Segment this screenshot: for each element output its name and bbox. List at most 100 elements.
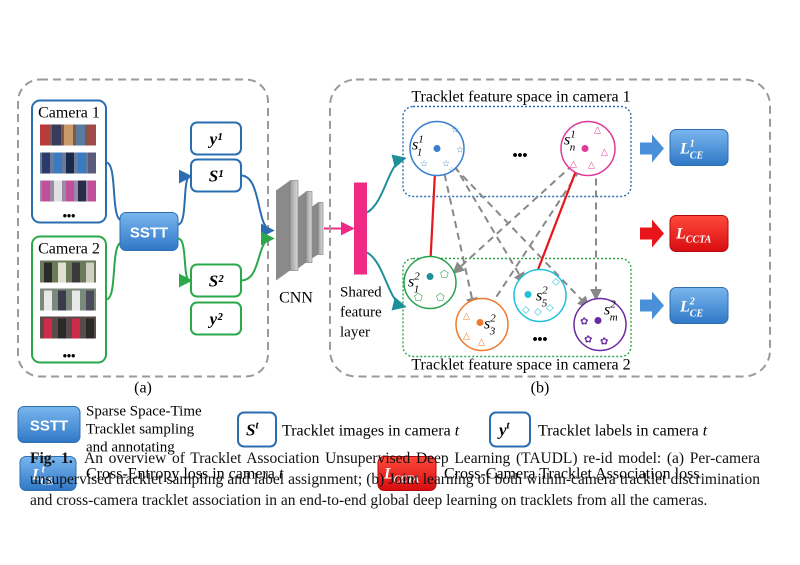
legend-lccta-box-label: LCCTA bbox=[383, 466, 420, 486]
svg-text:△: △ bbox=[588, 160, 595, 170]
panel-a-caption: (a) bbox=[134, 380, 152, 397]
camera2-ellipsis: ••• bbox=[63, 349, 76, 363]
svg-text:△: △ bbox=[478, 337, 485, 347]
sstt-box bbox=[119, 212, 179, 251]
figure-caption: Fig. 1. An overview of Tracklet Associat… bbox=[30, 448, 760, 511]
sstt-to-s2-arrow bbox=[177, 237, 193, 288]
loss-ce2-box bbox=[669, 287, 729, 324]
legend-sstt-box-label: SSTT bbox=[30, 418, 68, 435]
svg-text:⬠: ⬠ bbox=[440, 270, 449, 281]
svg-text:◇: ◇ bbox=[552, 277, 560, 288]
loss-ccta-box bbox=[669, 215, 729, 252]
panel-b-caption: (b) bbox=[531, 380, 550, 397]
legend-st-box-label: St bbox=[246, 420, 259, 440]
legend-sstt-line3: and annotating bbox=[86, 440, 175, 456]
s2-label: S² bbox=[209, 272, 224, 291]
svg-text:△: △ bbox=[463, 331, 470, 341]
svg-text:☆: ☆ bbox=[451, 125, 459, 135]
y1-box bbox=[190, 121, 242, 156]
s1-to-cnn-arrow bbox=[240, 174, 275, 238]
camera2-label: Camera 2 bbox=[38, 241, 100, 258]
legend-sstt-line1: Sparse Space-Time bbox=[86, 404, 202, 420]
cam1-space-box bbox=[402, 105, 632, 198]
loss-ce2-arrow bbox=[640, 291, 664, 320]
camera2-images bbox=[40, 260, 96, 339]
figure-caption-label: Fig. 1. bbox=[30, 450, 73, 467]
cam2-ellipsis: ••• bbox=[533, 331, 548, 347]
shared-feature-label-3: layer bbox=[340, 325, 370, 341]
association-positive-arrow-2 bbox=[527, 152, 585, 293]
y2-label: y² bbox=[208, 310, 224, 329]
camera1-to-sstt-arrow bbox=[105, 161, 123, 222]
svg-text:✿: ✿ bbox=[580, 317, 588, 328]
legend-lce-box bbox=[19, 456, 77, 491]
camera1-ellipsis: ••• bbox=[63, 209, 76, 223]
svg-text:△: △ bbox=[594, 125, 601, 135]
cam1-ellipsis: ••• bbox=[513, 147, 528, 163]
legend-lce-text: Cross-Entropy loss in camera t bbox=[86, 466, 284, 483]
shared-feature-label-1: Shared bbox=[340, 285, 382, 301]
cluster-s3-cam2: △ △ △ bbox=[455, 297, 509, 352]
sstt-to-s1-arrow bbox=[177, 169, 193, 226]
loss-ce1-arrow bbox=[640, 134, 664, 163]
legend-st-text: Tracklet images in camera t bbox=[282, 423, 460, 440]
cam2-space-title: Tracklet feature space in camera 2 bbox=[411, 357, 630, 374]
shared-feature-layer bbox=[354, 182, 367, 275]
cam1-space-title: Tracklet feature space in camera 1 bbox=[411, 89, 630, 106]
loss-ce1-box bbox=[669, 129, 729, 166]
cam2-space-box bbox=[402, 257, 632, 358]
legend-sstt-box bbox=[17, 406, 81, 443]
svg-text:☆: ☆ bbox=[456, 145, 464, 155]
s1-label: S¹ bbox=[209, 167, 224, 186]
svg-text:⬠: ⬠ bbox=[414, 293, 423, 304]
svg-text:☆: ☆ bbox=[420, 159, 428, 169]
cluster-s1-cam2: ⬠ ⬠ ⬠ bbox=[403, 255, 457, 310]
svg-text:◇: ◇ bbox=[522, 305, 530, 316]
legend-lccta-box bbox=[377, 456, 437, 491]
shared-feature-label-2: feature bbox=[340, 305, 382, 321]
camera1-label: Camera 1 bbox=[38, 105, 100, 122]
cluster-sn-cam1: △ △ △ △ bbox=[560, 120, 616, 177]
y1-label: y¹ bbox=[208, 130, 223, 149]
s2-to-cnn-arrow bbox=[240, 231, 275, 282]
svg-text:⬠: ⬠ bbox=[436, 293, 445, 304]
svg-text:✿: ✿ bbox=[600, 337, 608, 348]
cnn-label: CNN bbox=[279, 290, 313, 307]
svg-text:◇: ◇ bbox=[546, 303, 554, 314]
cnn-block bbox=[276, 180, 324, 281]
svg-text:☆: ☆ bbox=[448, 166, 455, 175]
cluster-s5-cam2: ◇ ◇ ◇ ◇ bbox=[513, 268, 567, 323]
feature-to-cam1-arrow bbox=[366, 154, 407, 214]
svg-text:✿: ✿ bbox=[584, 335, 592, 346]
cluster-s1-cam1: ☆ ☆ ☆ ☆ ☆ bbox=[409, 120, 465, 177]
svg-text:△: △ bbox=[570, 159, 577, 169]
camera2-to-sstt-arrow bbox=[105, 241, 123, 301]
cluster-sm-cam2: ✿ ✿ ✿ bbox=[573, 297, 627, 352]
legend-yt-text: Tracklet labels in camera t bbox=[538, 423, 708, 440]
svg-text:◇: ◇ bbox=[534, 307, 542, 318]
sstt-label: SSTT bbox=[130, 225, 168, 242]
panel-b-frame bbox=[329, 78, 771, 378]
legend-yt-box-label: yt bbox=[497, 420, 511, 440]
loss-ccta-label: LCCTA bbox=[675, 226, 712, 246]
svg-text:△: △ bbox=[601, 147, 608, 157]
svg-text:☆: ☆ bbox=[442, 159, 450, 169]
feature-to-cam2-arrow bbox=[366, 251, 407, 311]
figure-caption-text: An overview of Tracklet Association Unsu… bbox=[30, 450, 761, 509]
legend-sstt-line2: Tracklet sampling bbox=[86, 422, 195, 438]
svg-text:△: △ bbox=[463, 311, 470, 321]
loss-ccta-arrow bbox=[640, 219, 664, 248]
legend-st-box bbox=[237, 411, 277, 448]
y2-box bbox=[190, 301, 242, 336]
camera1-images bbox=[40, 124, 96, 202]
